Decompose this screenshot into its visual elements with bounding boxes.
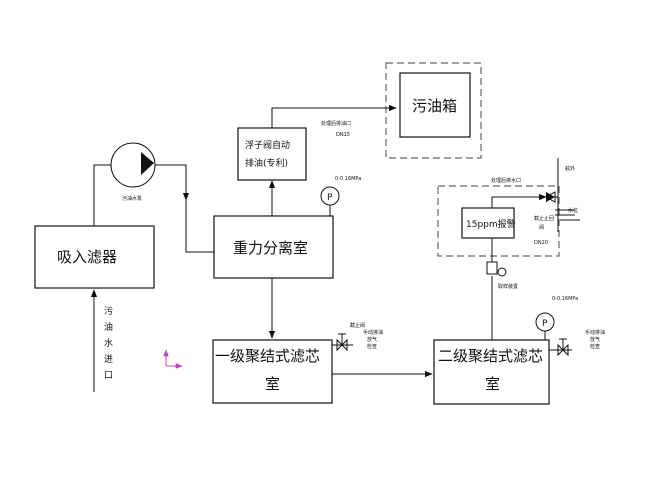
pump-triangle-icon [141, 152, 154, 175]
dn20-label: DN20 [534, 240, 548, 246]
stop-valve-1-icon [336, 338, 348, 352]
manual-drain-1b: 放气 [367, 336, 377, 343]
sampling-device [486, 261, 507, 277]
axis-marker [163, 349, 183, 369]
check-valve-label-2: 阀 [539, 224, 544, 231]
stop-valve-label: 截止阀 [350, 322, 365, 329]
gauge-range-1: 0-0.16MPa [335, 176, 361, 182]
pipe-float-to-sludge [271, 104, 397, 128]
overboard-label: 舷外 [565, 165, 575, 172]
stage1-label-1: 一级聚结式滤芯 [215, 347, 320, 365]
suction-filter-box [34, 225, 155, 289]
float-valve-box [237, 127, 307, 181]
dn15-label: DN15 [336, 132, 350, 138]
stop-valve-2-icon [557, 343, 569, 357]
sludge-outlet-label: 处理后排油口 [321, 120, 351, 127]
manual-drain-1a: 手动排油 [363, 329, 383, 336]
float-valve-label-1: 浮子阀自动 [245, 139, 290, 151]
side-mark: 水位 [568, 207, 578, 214]
gravity-separator-label: 重力分离室 [233, 239, 308, 257]
pump-label: 污油水泵 [122, 195, 142, 202]
sludge-tank-enclosure [385, 62, 482, 159]
check-valve-label: 截止止回 [534, 215, 554, 222]
suction-filter-label: 吸入滤器 [57, 248, 117, 266]
inlet-char: 口 [104, 371, 113, 381]
sampling-valve-icon [486, 261, 498, 275]
inlet-char: 油 [104, 321, 113, 333]
sampling-bulb-icon [497, 267, 507, 277]
gauge-range-2: 0-0.16MPa [552, 296, 578, 302]
water-outlet-label: 处理后排水口 [491, 177, 521, 184]
pipe-alarm-to-valve [491, 193, 547, 208]
manual-drain-2c: 检查 [590, 343, 600, 350]
stage1-filter-box [212, 339, 333, 404]
inlet-char: 污 [104, 305, 113, 317]
alarm-15ppm-label: 15ppm报警 [466, 218, 516, 230]
manual-drain-2b: 放气 [590, 336, 600, 343]
gravity-separator-box [213, 215, 334, 279]
inlet-char: 进 [104, 354, 113, 365]
alarm-enclosure [437, 185, 560, 257]
gauge-symbol-1: P [327, 193, 333, 203]
check-valve-icon [546, 192, 555, 202]
sludge-tank-label: 污油箱 [412, 97, 457, 115]
pipe-pump-down [155, 164, 190, 201]
stage2-label-2: 室 [485, 375, 500, 393]
float-valve-label-2: 排油(专利) [245, 157, 288, 169]
manual-drain-1c: 检查 [367, 343, 377, 350]
pipe-to-separator [185, 200, 214, 253]
stage2-label-1: 二级聚结式滤芯 [438, 347, 543, 365]
pump [110, 142, 156, 188]
sampling-label: 取样装置 [498, 283, 518, 290]
alarm-15ppm-box [461, 207, 515, 239]
inlet-char: 水 [104, 337, 113, 349]
inlet-label: 污 油 水 进 口 [104, 305, 113, 381]
sludge-tank-box [399, 72, 471, 138]
pipe-filter-to-pump [93, 164, 111, 226]
manual-drain-2a: 手动排油 [585, 329, 605, 336]
stage1-label-2: 室 [265, 375, 280, 393]
stage2-filter-box [433, 339, 550, 405]
gauge-symbol-2: P [542, 319, 548, 329]
